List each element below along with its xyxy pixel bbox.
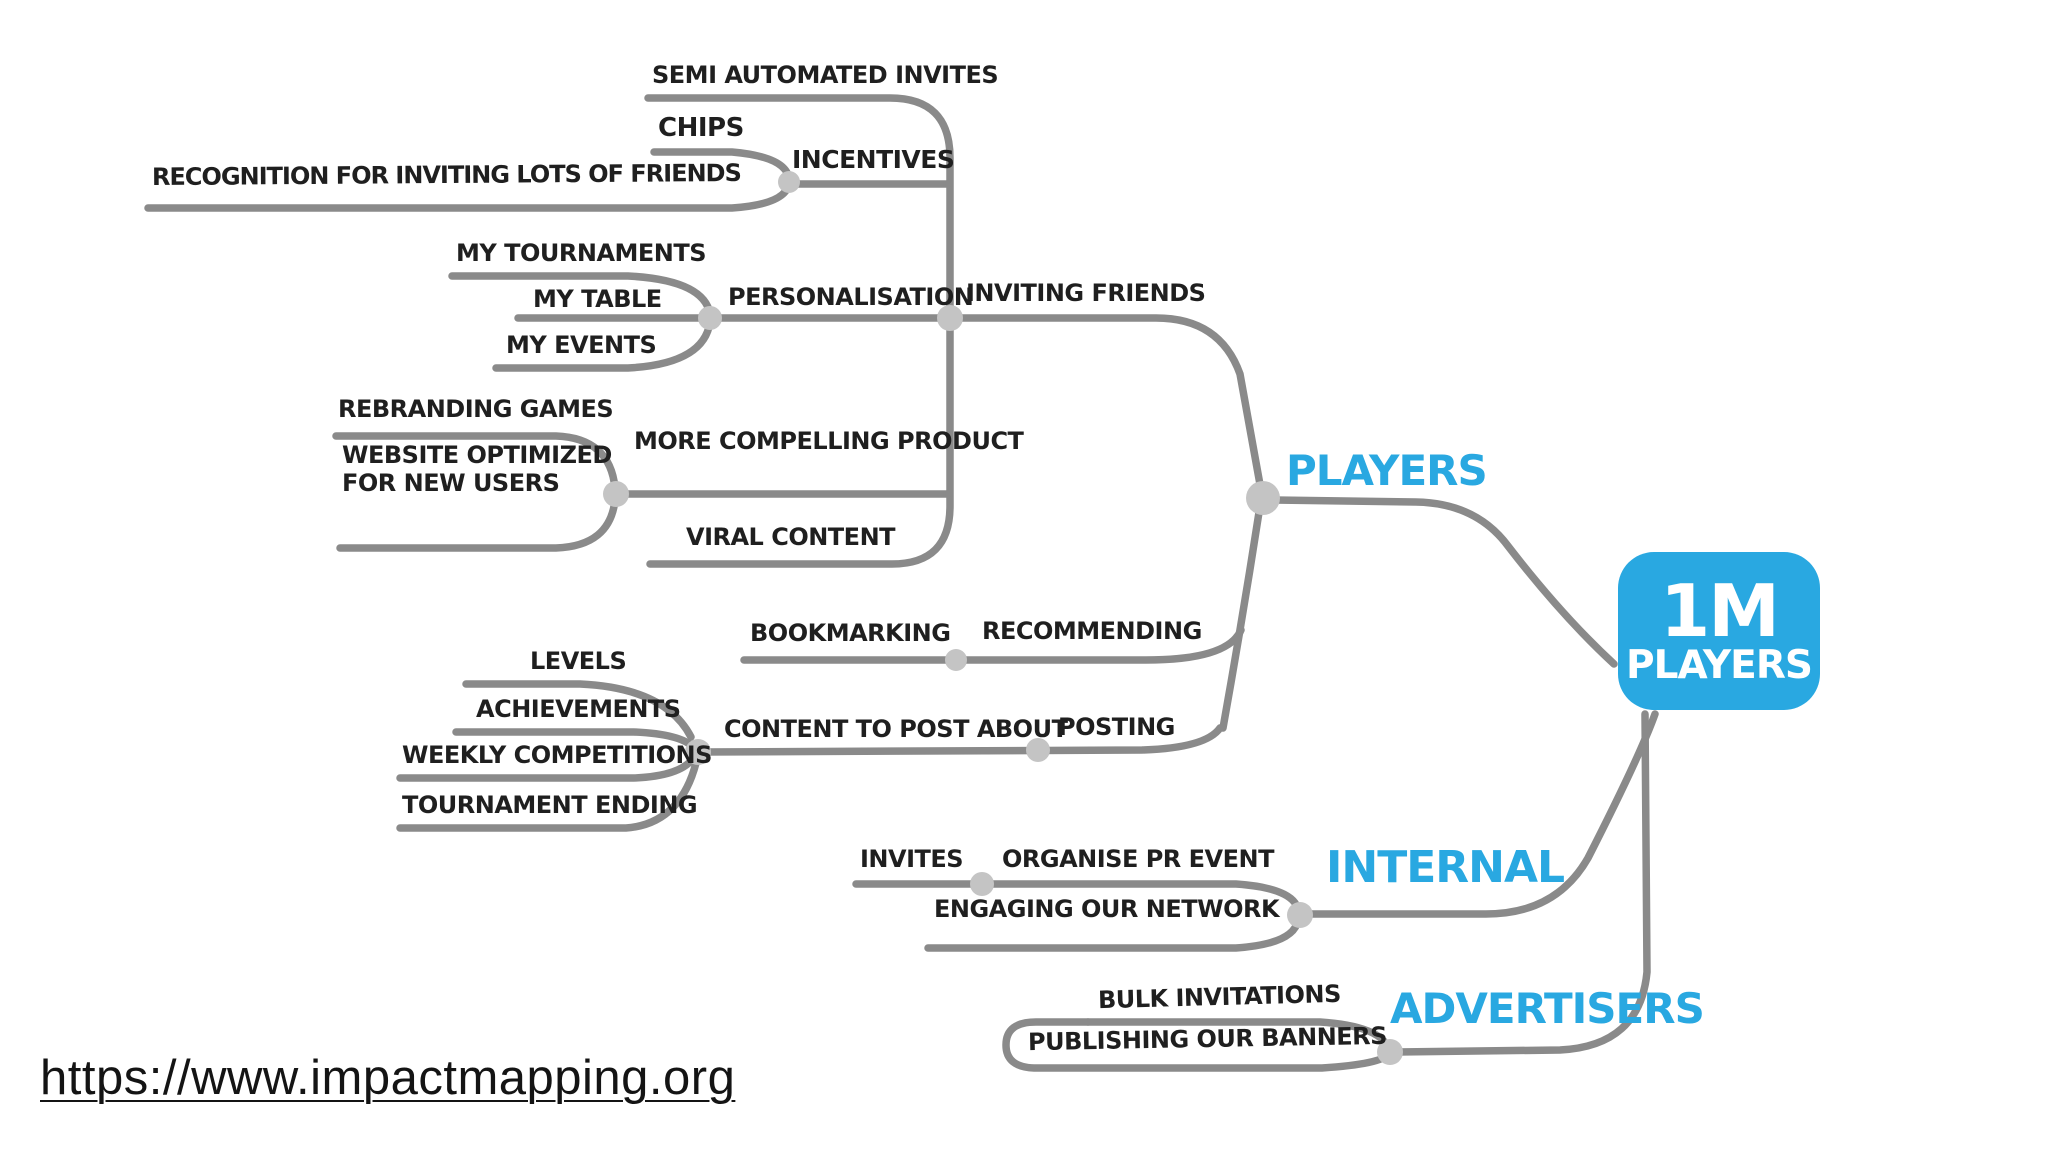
connector-my-events xyxy=(492,318,714,372)
connector-levels xyxy=(462,680,695,741)
junction-dot-compelling-product xyxy=(603,481,629,507)
connector-my-tournaments xyxy=(448,272,714,318)
node-achievements: ACHIEVEMENTS xyxy=(476,695,681,723)
node-recommending: RECOMMENDING xyxy=(982,617,1202,645)
connector-website-optimized xyxy=(336,496,619,552)
connector-tournament-ending xyxy=(396,759,700,832)
junction-dot-recommending xyxy=(945,649,967,671)
junction-dot-incentives xyxy=(778,171,800,193)
node-levels: LEVELS xyxy=(530,647,627,675)
actor-label-players: PLAYERS xyxy=(1286,446,1488,495)
goal-value: 1M xyxy=(1660,569,1780,654)
junction-dot-players xyxy=(1246,481,1280,515)
node-inviting-friends: INVITING FRIENDS xyxy=(966,279,1206,307)
node-weekly-competitions: WEEKLY COMPETITIONS xyxy=(402,741,712,769)
junction-dot-personalisation xyxy=(698,306,722,330)
node-personalisation: PERSONALISATION xyxy=(728,283,974,311)
node-my-events: MY EVENTS xyxy=(506,331,657,359)
junction-dot-advertisers xyxy=(1377,1039,1403,1065)
node-my-tournaments: MY TOURNAMENTS xyxy=(456,239,707,267)
node-organise-pr-event: ORGANISE PR EVENT xyxy=(1002,845,1274,873)
node-semi-automated-invites: SEMI AUTOMATED INVITES xyxy=(652,61,999,89)
node-posting: POSTING xyxy=(1058,713,1175,741)
connector-rebranding-games xyxy=(332,432,619,492)
junction-dot-organise xyxy=(970,872,994,896)
node-rebranding-games: REBRANDING GAMES xyxy=(338,395,614,423)
node-viral-content: VIRAL CONTENT xyxy=(686,523,896,551)
connector-advertisers-to-goal xyxy=(1392,710,1651,1056)
node-incentives: INCENTIVES xyxy=(792,145,955,174)
junction-dot-inviting-friends xyxy=(937,305,963,331)
connector-content-posting xyxy=(698,724,1224,756)
connector-inviting-friends xyxy=(946,314,1265,494)
connector-players-to-goal xyxy=(1270,496,1618,668)
node-my-table: MY TABLE xyxy=(533,285,662,313)
actor-label-advertisers: ADVERTISERS xyxy=(1390,984,1705,1033)
node-recognition-for-inviting: RECOGNITION FOR INVITING LOTS OF FRIENDS xyxy=(151,158,741,192)
actor-label-internal: INTERNAL xyxy=(1326,842,1565,893)
connector-engaging-network xyxy=(924,916,1302,952)
node-more-compelling-product: MORE COMPELLING PRODUCT xyxy=(634,427,1024,455)
junction-dot-internal xyxy=(1287,902,1313,928)
node-chips: CHIPS xyxy=(658,113,744,143)
impactmapping-link[interactable]: https://www.impactmapping.org xyxy=(40,1051,736,1105)
goal-label: PLAYERS xyxy=(1626,642,1813,688)
connector-publishing-bubble xyxy=(1002,1018,1392,1072)
node-bookmarking: BOOKMARKING xyxy=(750,619,951,647)
node-invites: INVITES xyxy=(860,845,964,873)
junction-dot-posting-bracket xyxy=(685,739,711,765)
goal-node-1m-players: 1M PLAYERS xyxy=(1618,552,1820,710)
node-engaging-our-network: ENGAGING OUR NETWORK xyxy=(934,895,1280,923)
node-content-to-post-about: CONTENT TO POST ABOUT xyxy=(724,715,1068,743)
connector-bookmarking-recommending xyxy=(740,626,1245,664)
connector-trunk-spine xyxy=(644,94,954,568)
junction-dot-posting xyxy=(1026,738,1050,762)
node-website-optimized: WEBSITE OPTIMIZED FOR NEW USERS xyxy=(342,441,612,497)
connector-players-lower-diagonal xyxy=(1219,502,1264,732)
node-tournament-ending: TOURNAMENT ENDING xyxy=(402,791,698,819)
